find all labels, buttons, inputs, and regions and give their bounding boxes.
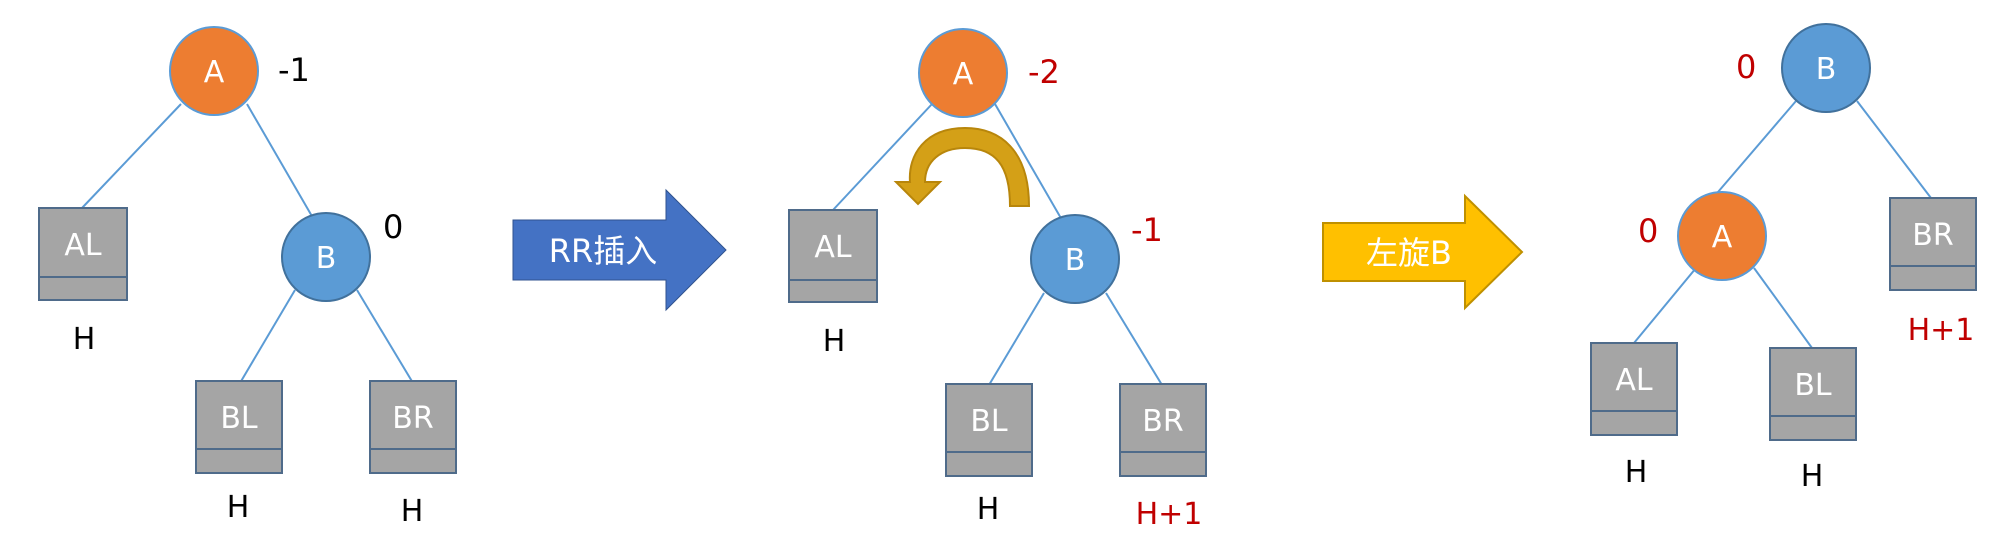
subtree-al-label: AL xyxy=(814,230,852,265)
edge-b-bl xyxy=(988,292,1045,386)
node-b xyxy=(1030,214,1120,304)
panel-1-before-insert: A -1 B 0 AL H BL H BR H xyxy=(38,26,457,529)
subtree-bl-height: H xyxy=(227,490,250,525)
subtree-al-height: H xyxy=(823,324,846,359)
subtree-bl: BL xyxy=(1769,347,1857,441)
subtree-al-label: AL xyxy=(1615,363,1653,398)
arrow-rotate-left-label: 左旋B xyxy=(1366,234,1452,272)
edge-b-br xyxy=(1105,292,1163,386)
right-arrow-icon xyxy=(512,188,727,312)
arrow-rr-insert-label: RR插入 xyxy=(549,232,657,270)
subtree-br-label: BR xyxy=(1912,218,1953,253)
node-a xyxy=(169,26,259,116)
node-b-balance-factor: -1 xyxy=(1131,211,1163,249)
node-a-label: A xyxy=(953,57,974,92)
edge-a-al xyxy=(81,103,182,209)
subtree-al-height: H xyxy=(1625,455,1648,490)
node-a-balance-factor: -2 xyxy=(1028,53,1060,91)
edge-a-b xyxy=(994,103,1063,221)
subtree-br-label: BR xyxy=(392,401,433,436)
node-b-label: B xyxy=(1065,243,1086,278)
subtree-bl-height: H xyxy=(977,492,1000,527)
subtree-br-height: H+1 xyxy=(1136,497,1203,532)
node-a-balance-factor: -1 xyxy=(278,51,310,89)
node-b-balance-factor: 0 xyxy=(383,208,403,246)
subtree-bl: BL xyxy=(195,380,283,474)
node-a-label: A xyxy=(1712,220,1733,255)
node-a-balance-factor: 0 xyxy=(1638,212,1658,250)
node-a xyxy=(1677,191,1767,281)
subtree-br-label: BR xyxy=(1142,404,1183,439)
node-b xyxy=(1781,23,1871,113)
node-a xyxy=(918,28,1008,118)
node-b-label: B xyxy=(316,241,337,276)
panel-3-after-rotation: B 0 A 0 BR H+1 AL H BL H xyxy=(1590,23,1977,494)
edge-a-bl xyxy=(1753,267,1813,349)
subtree-bl-label: BL xyxy=(1794,368,1832,403)
panel-2-after-insert: A -2 B -1 AL H BL H BR H+1 xyxy=(788,28,1207,532)
edge-a-al xyxy=(1633,267,1697,344)
subtree-al: AL xyxy=(38,207,128,301)
node-a-label: A xyxy=(204,55,225,90)
subtree-al: AL xyxy=(788,209,878,303)
subtree-br: BR xyxy=(1889,197,1977,291)
subtree-br: BR xyxy=(1119,383,1207,477)
edge-b-br xyxy=(1856,100,1932,199)
subtree-bl-label: BL xyxy=(970,404,1008,439)
arrow-rr-insert: RR插入 xyxy=(512,188,727,312)
subtree-br: BR xyxy=(369,380,457,474)
subtree-al-label: AL xyxy=(64,228,102,263)
edge-b-a xyxy=(1711,100,1797,200)
subtree-br-height: H xyxy=(401,494,424,529)
node-b-balance-factor: 0 xyxy=(1736,48,1756,86)
curved-rotate-arrow-icon xyxy=(893,126,1031,207)
subtree-al-height: H xyxy=(73,322,96,357)
subtree-bl-label: BL xyxy=(220,401,258,436)
edge-a-al xyxy=(832,103,933,211)
edge-b-br xyxy=(356,289,414,384)
right-arrow-icon xyxy=(1322,193,1524,311)
subtree-bl-height: H xyxy=(1801,459,1824,494)
edge-a-b xyxy=(246,103,314,219)
subtree-bl: BL xyxy=(945,383,1033,477)
subtree-al: AL xyxy=(1590,342,1678,436)
edge-b-bl xyxy=(239,289,296,384)
subtree-br-height: H+1 xyxy=(1908,313,1975,348)
arrow-rotate-left: 左旋B xyxy=(1322,193,1524,311)
node-b-label: B xyxy=(1816,52,1837,87)
node-b xyxy=(281,212,371,302)
